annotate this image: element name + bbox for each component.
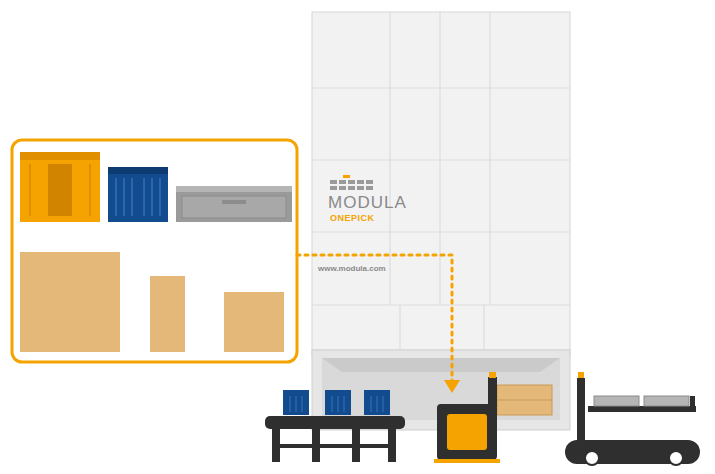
cardboard-large <box>20 252 120 352</box>
website-url: www.modula.com <box>318 264 386 273</box>
flow-dotted-line <box>297 255 452 382</box>
orange-crate <box>20 152 100 222</box>
flow-arrowhead <box>444 380 460 393</box>
logo-icon <box>330 175 373 190</box>
bay-shelf <box>322 358 560 372</box>
load-options-panel <box>12 140 297 362</box>
conveyor <box>265 390 405 462</box>
blue-crate <box>108 167 168 222</box>
brand-logo-text: MODULA <box>328 193 407 213</box>
panel-lines <box>312 12 570 350</box>
machine-body <box>312 12 570 357</box>
cardboard-tall <box>150 276 185 352</box>
product-name: ONEPICK <box>330 213 375 223</box>
cardboard-small <box>224 292 284 352</box>
cardboard-in-bay <box>497 385 552 415</box>
grey-tray <box>176 186 292 222</box>
picking-station <box>434 372 500 463</box>
agv-robot <box>565 372 700 465</box>
